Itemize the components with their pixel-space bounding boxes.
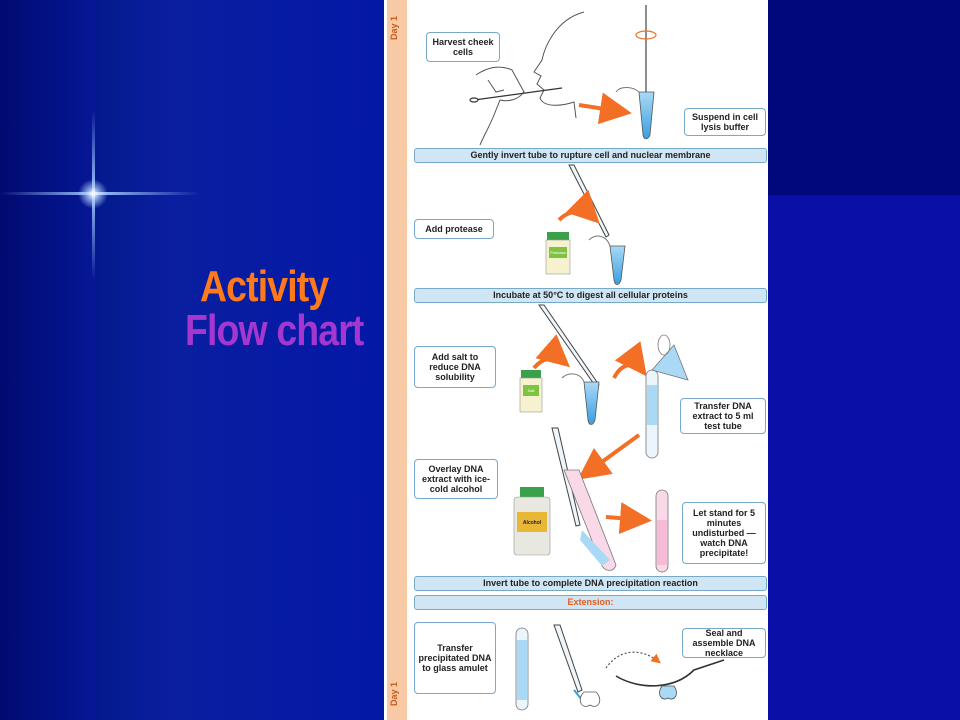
microtube-icon [588,235,626,285]
flow-arrow-icon [578,92,632,125]
background-band [0,0,95,720]
step-suspend-lysis-buffer: Suspend in cell lysis buffer [684,108,766,136]
day-strip: Day 1 Day 1 [387,0,407,720]
step-transfer-precipitated-dna: Transfer precipitated DNA to glass amule… [414,622,496,694]
step-invert-precipitation: Invert tube to complete DNA precipitatio… [414,576,767,591]
flow-arrow-icon [605,651,661,669]
step-overlay-alcohol: Overlay DNA extract with ice-cold alcoho… [414,459,498,499]
salt-bottle-icon: Salt [519,370,543,413]
flow-arrow-icon [612,341,647,380]
glass-amulet-icon [579,691,601,707]
microtube-with-swab-icon [615,5,657,140]
dna-necklace-icon [615,659,725,700]
step-add-protease: Add protease [414,219,494,239]
flow-arrow-icon [577,433,641,480]
background-right-top [768,0,960,195]
pipette-icon [553,624,583,693]
flow-arrow-icon [557,189,600,224]
protease-bottle-icon: Protease [545,232,571,275]
step-invert-rupture-membrane: Gently invert tube to rupture cell and n… [414,148,767,163]
extension-header: Extension: [414,595,767,610]
step-harvest-cheek-cells: Harvest cheek cells [426,32,500,62]
slide-title-activity: Activity [200,262,329,311]
protease-bottle-label: Protease [550,250,567,255]
test-tube-with-extract-icon [563,469,617,571]
step-incubate-50c: Incubate at 50°C to digest all cellular … [414,288,767,303]
cheek-swab-icon [469,87,563,103]
background-right-bottom [768,195,960,720]
test-tube-icon [645,334,689,459]
microtube-icon [561,373,600,425]
test-tube-icon [515,627,529,711]
step-add-salt: Add salt to reduce DNA solubility [414,346,496,388]
face-profile-icon [475,11,585,146]
alcohol-bottle-label: Alcohol [523,520,542,526]
alcohol-bottle-icon: Alcohol [513,487,551,556]
pipette-icon [551,427,581,527]
salt-bottle-label: Salt [528,388,536,393]
pipette-icon [538,304,600,388]
step-let-stand: Let stand for 5 minutes undisturbed — wa… [682,502,766,564]
step-seal-assemble-necklace: Seal and assemble DNA necklace [682,628,766,658]
flowchart-figure: Day 1 Day 1 [384,0,768,720]
flow-arrow-icon [532,334,571,370]
step-transfer-dna-extract: Transfer DNA extract to 5 ml test tube [680,398,766,434]
flow-arrow-icon [605,502,652,535]
pipette-icon [568,164,610,238]
sparkle-star-icon [78,179,108,209]
flowchart-illustrations: Protease Salt [469,5,725,711]
slide-subtitle-flow-chart: Flow chart [185,306,364,355]
test-tube-precipitate-icon [655,489,669,573]
